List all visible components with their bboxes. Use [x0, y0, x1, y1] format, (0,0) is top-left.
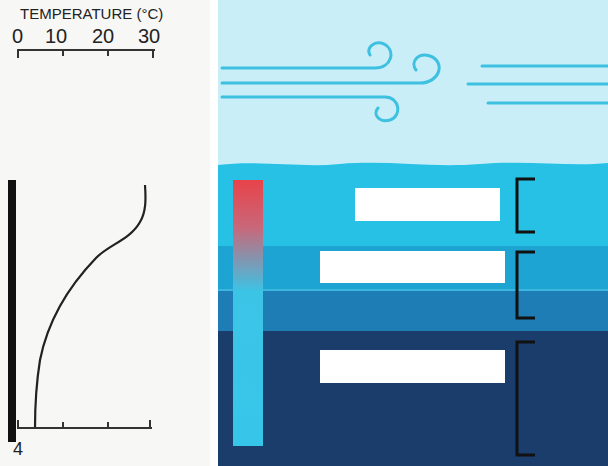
depth-label: 4 — [13, 440, 23, 458]
axis-ticks — [18, 420, 150, 428]
temperature-curve — [35, 185, 145, 428]
bracket — [517, 179, 535, 455]
deep-layer — [218, 331, 608, 466]
sky — [218, 0, 608, 170]
temperature-bar — [233, 180, 263, 446]
axis-title: TEMPERATURE (°C) — [20, 6, 163, 21]
tick-label: 20 — [92, 26, 114, 46]
wind-symbol — [222, 43, 608, 121]
layer-boundary — [218, 289, 608, 291]
graph-background — [0, 0, 210, 466]
tick-label: 30 — [138, 26, 160, 46]
thermocline-layer — [218, 246, 608, 291]
blank-box — [320, 251, 505, 283]
bottom-axis — [17, 427, 152, 429]
thermocline-layer — [218, 289, 608, 332]
blank-box — [355, 188, 500, 221]
depth-bar — [8, 180, 16, 442]
blank-box — [320, 350, 505, 383]
top-axis — [17, 49, 155, 51]
tick-label: 10 — [45, 26, 67, 46]
axis-ticks — [18, 50, 153, 58]
surface-layer — [218, 163, 608, 248]
tick-label: 0 — [12, 26, 23, 46]
